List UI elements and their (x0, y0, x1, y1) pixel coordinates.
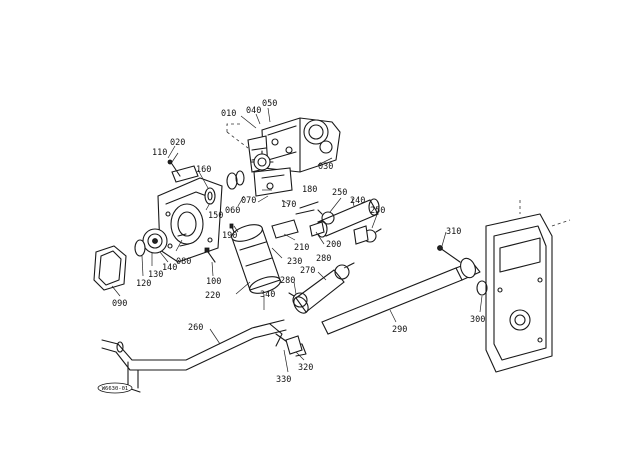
bearing (204, 187, 216, 205)
transmission-case (485, 200, 571, 373)
hose-clamp (288, 292, 308, 308)
pump-mount-plate (253, 167, 293, 197)
callout-290: 290 (392, 325, 407, 335)
drive-gear (142, 228, 168, 254)
callout-labels: 010 020 030 040 050 060 070 080 090 100 … (112, 99, 485, 385)
callout-110: 110 (152, 148, 167, 158)
group-bracket (226, 123, 249, 149)
callout-300: 300 (470, 315, 485, 325)
callout-320: 320 (298, 363, 313, 373)
hose-clamp (317, 209, 335, 225)
spacer-ring (134, 239, 146, 257)
callout-120: 120 (136, 279, 151, 289)
leader-lines (111, 107, 483, 373)
callout-140: 140 (162, 263, 177, 273)
oil-filter (231, 224, 281, 294)
o-ring (235, 170, 245, 186)
callout-040: 040 (246, 106, 261, 116)
callout-130: 130 (148, 270, 163, 280)
gasket-cover (93, 245, 127, 291)
callout-270: 270 (300, 266, 315, 276)
pipe-fitting (295, 201, 319, 215)
pump-gear (250, 150, 274, 174)
union-nut (309, 221, 325, 237)
reference-stamp: W6630-01 (97, 382, 133, 394)
callout-050: 050 (262, 99, 277, 109)
callout-340: 340 (260, 290, 275, 300)
callout-070: 070 (241, 196, 256, 206)
o-ring (226, 172, 238, 190)
callout-080: 080 (176, 257, 191, 267)
callout-150: 150 (208, 211, 223, 221)
return-pipe (321, 257, 481, 335)
callout-250: 250 (332, 188, 347, 198)
callout-200: 200 (326, 240, 341, 250)
callout-250: 250 (370, 206, 385, 216)
callout-100: 100 (206, 277, 221, 287)
callout-230: 230 (287, 257, 302, 267)
callout-020: 020 (170, 138, 185, 148)
callout-310: 310 (446, 227, 461, 237)
callout-190: 190 (222, 231, 237, 241)
delivery-pipe (316, 198, 380, 238)
bolt (204, 247, 216, 263)
o-ring (476, 280, 488, 296)
suction-hose (293, 269, 345, 314)
callout-210: 210 (294, 243, 309, 253)
callout-280: 280 (280, 276, 295, 286)
filter-head (271, 219, 299, 239)
callout-090: 090 (112, 299, 127, 309)
callout-170: 170 (281, 200, 296, 210)
callout-160: 160 (196, 165, 211, 175)
small-pin (177, 233, 190, 247)
pipe-joint (353, 225, 369, 245)
callout-330: 330 (276, 375, 291, 385)
reference-stamp-text: W6630-01 (102, 386, 129, 392)
callout-220: 220 (205, 291, 220, 301)
callout-240: 240 (350, 196, 365, 206)
hydraulic-pump (247, 117, 341, 173)
callout-010: 010 (221, 109, 236, 119)
callout-260: 260 (188, 323, 203, 333)
bolt (437, 245, 461, 263)
callout-280: 280 (316, 254, 331, 264)
callout-060: 060 (225, 206, 240, 216)
pipe-bracket (269, 323, 307, 357)
callout-030: 030 (318, 162, 333, 172)
callout-180: 180 (302, 185, 317, 195)
